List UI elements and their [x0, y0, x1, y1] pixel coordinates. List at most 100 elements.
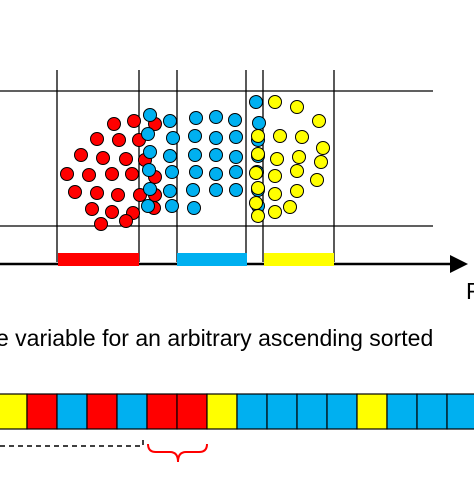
sequence-cell-red — [146, 393, 178, 430]
right-arrow-head-icon — [450, 255, 468, 273]
red-particle — [119, 152, 133, 166]
yellow-particle — [290, 100, 304, 114]
curly-bracket-icon — [147, 443, 208, 463]
blue-particle — [163, 184, 177, 198]
blue-particle — [141, 127, 155, 141]
red-particle — [127, 114, 141, 128]
blue-particle — [189, 165, 203, 179]
blue-particle — [163, 149, 177, 163]
red-particle — [125, 167, 139, 181]
blue-particle — [249, 95, 263, 109]
yellow-particle — [283, 200, 297, 214]
yellow-particle — [312, 114, 326, 128]
blue-particle — [189, 111, 203, 125]
red-particle — [60, 167, 74, 181]
sequence-cell-red — [26, 393, 58, 430]
yellow-particle — [251, 129, 265, 143]
sequence-cell-blue — [386, 393, 418, 430]
blue-particle — [209, 131, 223, 145]
sequence-cell-blue — [326, 393, 358, 430]
yellow-range-bar — [264, 253, 334, 266]
yellow-particle — [251, 209, 265, 223]
yellow-particle — [270, 152, 284, 166]
blue-particle — [187, 201, 201, 215]
red-particle — [119, 214, 133, 228]
blue-particle — [209, 148, 223, 162]
blue-particle — [229, 150, 243, 164]
sequence-cell-blue — [446, 393, 474, 430]
blue-particle — [142, 163, 156, 177]
blue-particle — [143, 145, 157, 159]
blue-particle — [209, 167, 223, 181]
sequence-cell-blue — [56, 393, 88, 430]
blue-particle — [188, 129, 202, 143]
blue-particle — [186, 183, 200, 197]
yellow-particle — [251, 147, 265, 161]
red-particle — [85, 202, 99, 216]
red-particle — [94, 217, 108, 231]
blue-particle — [252, 116, 266, 130]
blue-particle — [229, 183, 243, 197]
red-particle — [68, 185, 82, 199]
sequence-cell-blue — [416, 393, 448, 430]
red-particle — [107, 117, 121, 131]
red-particle — [105, 205, 119, 219]
red-particle — [111, 188, 125, 202]
blue-particle — [141, 199, 155, 213]
yellow-particle — [268, 169, 282, 183]
blue-particle — [165, 165, 179, 179]
yellow-particle — [249, 196, 263, 210]
sequence-cell-blue — [236, 393, 268, 430]
yellow-particle — [290, 184, 304, 198]
yellow-particle — [268, 187, 282, 201]
sorted-sequence-caption: e variable for an arbitrary ascending so… — [0, 325, 434, 351]
blue-particle — [209, 110, 223, 124]
blue-particle — [188, 148, 202, 162]
sequence-cell-blue — [296, 393, 328, 430]
dashed-offset-line — [0, 438, 144, 447]
sequence-cell-yellow — [0, 393, 28, 430]
yellow-particle — [310, 173, 324, 187]
red-range-bar — [58, 253, 139, 266]
yellow-particle — [251, 181, 265, 195]
sequence-cell-yellow — [206, 393, 238, 430]
blue-particle — [143, 182, 157, 196]
bin-frame — [0, 70, 433, 262]
yellow-particle — [314, 155, 328, 169]
yellow-particle — [268, 205, 282, 219]
blue-range-bar — [177, 253, 247, 266]
red-particle — [74, 148, 88, 162]
red-particle — [90, 186, 104, 200]
yellow-particle — [273, 129, 287, 143]
particle-cloud — [60, 95, 330, 231]
yellow-particle — [316, 141, 330, 155]
yellow-particle — [292, 150, 306, 164]
sorted-sequence-strip — [0, 393, 474, 430]
sequence-cell-yellow — [356, 393, 388, 430]
window-annotation — [0, 438, 208, 463]
axis-end-label: F — [466, 278, 474, 304]
sequence-cell-red — [86, 393, 118, 430]
red-particle — [90, 132, 104, 146]
sequence-cell-blue — [116, 393, 148, 430]
yellow-particle — [290, 164, 304, 178]
yellow-particle — [268, 95, 282, 109]
blue-particle — [229, 165, 243, 179]
blue-particle — [163, 114, 177, 128]
class-range-bars — [58, 253, 334, 266]
red-particle — [105, 167, 119, 181]
blue-particle — [165, 199, 179, 213]
blue-particle — [143, 108, 157, 122]
blue-particle — [166, 131, 180, 145]
red-particle — [82, 168, 96, 182]
blue-particle — [229, 130, 243, 144]
yellow-particle — [249, 166, 263, 180]
blue-particle — [209, 183, 223, 197]
sequence-cell-red — [176, 393, 208, 430]
sequence-cell-blue — [266, 393, 298, 430]
yellow-particle — [295, 130, 309, 144]
blue-particle — [228, 113, 242, 127]
red-particle — [112, 133, 126, 147]
